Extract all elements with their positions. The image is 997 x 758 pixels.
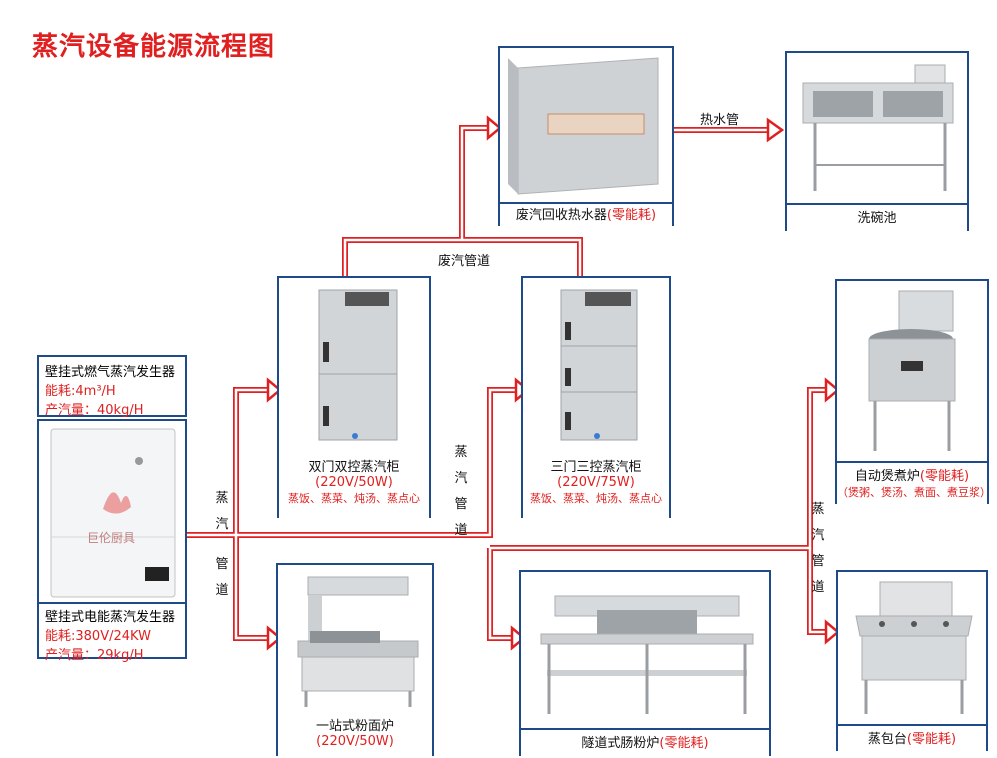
arrow-to-boiler [824,377,840,403]
triple-cabinet-caption: 三门三控蒸汽柜 (220V/75W) 蒸饭、蒸菜、炖汤、蒸点心 [523,456,669,518]
char: 管 [215,557,229,572]
recovery-heater-name: 废汽回收热水器 [515,208,607,223]
double-cabinet-caption: 双门双控蒸汽柜 (220V/50W) 蒸饭、蒸菜、炖汤、蒸点心 [279,456,429,518]
double-cabinet-box: 双门双控蒸汽柜 (220V/50W) 蒸饭、蒸菜、炖汤、蒸点心 [277,276,431,518]
char: 蒸 [454,445,468,460]
bun-station-caption: 蒸包台(零能耗) [838,724,986,753]
page-title: 蒸汽设备能源流程图 [32,32,276,62]
char: 汽 [811,528,825,543]
gap [214,538,230,552]
boiler-uses: （煲粥、煲汤、煮面、煮豆浆） [837,486,991,499]
electric-generator-output: 产汽量：29kg/H [45,648,144,663]
arrow-to-cab2 [266,377,282,403]
electric-generator-title: 壁挂式电能蒸汽发生器 [45,610,176,625]
char: 道 [215,583,229,598]
bun-station-image [855,581,973,714]
char: 管 [454,497,468,512]
triple-cabinet-box: 三门三控蒸汽柜 (220V/75W) 蒸饭、蒸菜、炖汤、蒸点心 [521,276,671,518]
char: 蒸 [215,491,229,506]
char: 蒸 [811,502,825,517]
triple-cabinet-name: 三门三控蒸汽柜 [550,460,642,475]
pipe-steam-left [233,387,272,641]
double-cabinet-name: 双门双控蒸汽柜 [308,460,400,475]
arrow-to-recovery [486,115,502,141]
noodle-stove-spec: (220V/50W) [316,734,394,749]
tunnel-stove-caption: 隧道式肠粉炉(零能耗) [521,728,769,758]
electric-generator-box: 巨伦厨具 壁挂式电能蒸汽发生器 能耗:380V/24KW 产汽量：29kg/H [37,419,187,663]
electric-generator-energy: 能耗:380V/24KW [45,629,151,644]
arrow-to-tunnel [510,625,526,651]
char: 汽 [454,471,468,486]
triple-cabinet-image [560,289,638,441]
tunnel-stove-tag: (零能耗) [659,736,709,751]
arrow-to-bun [824,619,840,645]
sink-caption: 洗碗池 [787,203,967,233]
bun-station-box: 蒸包台(零能耗) [836,570,988,753]
noodle-stove-box: 一站式粉面炉 (220V/50W) [276,563,434,756]
char: 汽 [215,517,229,532]
char: 道 [811,580,825,595]
recovery-heater-box: 废汽回收热水器(零能耗) [498,46,674,228]
gas-generator-box: 壁挂式燃气蒸汽发生器 能耗:4m³/H 产汽量：40kg/H [37,355,187,418]
tunnel-stove-box: 隧道式肠粉炉(零能耗) [519,570,771,758]
label-hot-water-pipe: 热水管 [700,113,740,128]
bun-station-tag: (零能耗) [906,732,957,747]
boiler-name: 自动煲煮炉 [854,469,920,484]
recovery-heater-tag: (零能耗) [606,208,657,223]
label-steam-left: 蒸 汽 管 道 [214,486,230,604]
arrow-to-noodle [266,625,282,651]
recovery-heater-image [508,57,659,195]
noodle-stove-image [297,576,419,707]
sink-image [802,64,954,191]
gas-generator-output: 产汽量：40kg/H [45,403,144,418]
label-waste-pipe: 废汽管道 [438,254,491,269]
boiler-tag: (零能耗) [919,469,970,484]
triple-cabinet-uses: 蒸饭、蒸菜、炖汤、蒸点心 [530,492,662,505]
gas-generator-title: 壁挂式燃气蒸汽发生器 [45,365,176,380]
tunnel-stove-image [540,595,754,714]
sink-box: 洗碗池 [785,51,969,233]
label-steam-mid: 蒸 汽 管 道 [453,440,469,544]
recovery-heater-caption: 废汽回收热水器(零能耗) [500,202,672,228]
double-cabinet-spec: (220V/50W) [315,475,393,490]
brand-watermark: 巨伦厨具 [87,531,136,545]
noodle-stove-name: 一站式粉面炉 [315,719,394,734]
noodle-stove-caption: 一站式粉面炉 (220V/50W) [278,715,432,756]
char: 管 [811,554,825,569]
gas-generator-energy: 能耗:4m³/H [45,384,116,399]
boiler-image [868,290,956,451]
electric-generator-caption: 壁挂式电能蒸汽发生器 能耗:380V/24KW 产汽量：29kg/H [39,602,185,665]
char: 道 [454,523,468,538]
triple-cabinet-spec: (220V/75W) [557,475,635,490]
bun-station-name: 蒸包台 [867,732,907,747]
boiler-caption: 自动煲煮炉(零能耗) （煲粥、煲汤、煮面、煮豆浆） [837,461,991,508]
tunnel-stove-name: 隧道式肠粉炉 [581,736,660,751]
double-cabinet-image [318,289,398,441]
label-steam-right: 蒸 汽 管 道 [810,497,826,601]
double-cabinet-uses: 蒸饭、蒸菜、炖汤、蒸点心 [288,492,420,505]
electric-generator-image [50,428,176,598]
boiler-box: 自动煲煮炉(零能耗) （煲粥、煲汤、煮面、煮豆浆） [835,279,991,508]
